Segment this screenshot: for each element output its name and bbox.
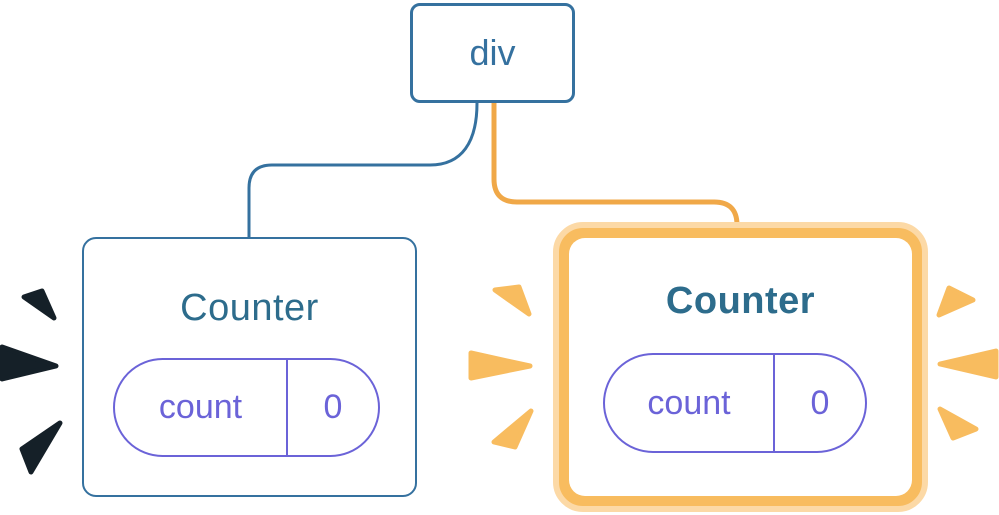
state-value-label: 0 (323, 388, 343, 426)
spark-icon (19, 420, 63, 475)
root-node-div: div (410, 3, 575, 103)
state-key-label: count (647, 383, 731, 422)
spark-icon (492, 284, 532, 317)
counter-card-right-highlight-ring: Counter count 0 (553, 222, 928, 512)
spark-icon (491, 408, 534, 450)
spark-icon (936, 285, 976, 318)
state-value-label: 0 (810, 383, 830, 422)
pill-divider (773, 355, 775, 451)
root-node-label: div (469, 32, 516, 73)
spark-burst-left-dark (0, 288, 63, 475)
state-key-label: count (158, 388, 243, 426)
spark-burst-right-card-right (936, 285, 999, 441)
state-pill: count 0 (603, 353, 867, 453)
spark-icon (468, 350, 533, 381)
state-pill: count 0 (113, 358, 380, 457)
spark-icon (937, 406, 979, 441)
spark-icon (21, 288, 57, 321)
counter-title: Counter (665, 280, 816, 322)
spark-icon (937, 348, 999, 380)
counter-title: Counter (180, 287, 319, 329)
spark-burst-right-card-left (468, 284, 534, 450)
counter-card-left: Counter count 0 (82, 237, 417, 497)
edge-right-counter (491, 100, 740, 244)
counter-card-right: Counter count 0 (569, 238, 912, 496)
pill-divider (286, 360, 288, 455)
spark-icon (0, 344, 59, 382)
edge-left-counter (247, 102, 479, 240)
